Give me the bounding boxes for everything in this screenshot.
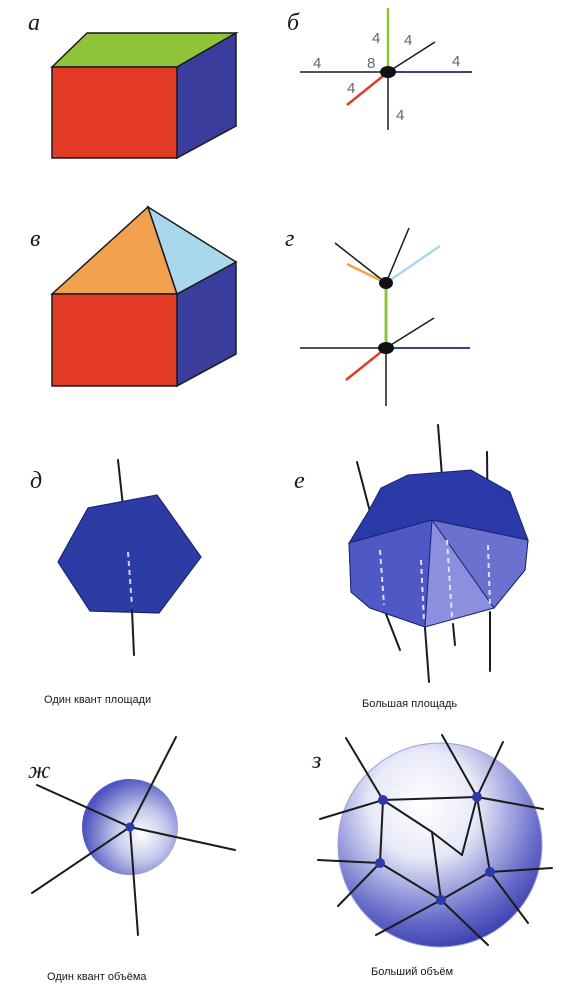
upper-link-lightblue bbox=[385, 244, 441, 285]
panel-label-e: е bbox=[294, 468, 305, 494]
net-edge bbox=[476, 796, 491, 873]
volume-link-3 bbox=[129, 826, 236, 851]
net-edge bbox=[431, 831, 463, 856]
net-edge bbox=[431, 831, 442, 901]
panel-label-g: г bbox=[285, 226, 294, 252]
net-ext-link bbox=[440, 899, 489, 946]
volume-link-4 bbox=[31, 826, 131, 894]
net-ext-link bbox=[476, 741, 504, 798]
stick-4-hidden bbox=[487, 544, 491, 607]
net-ext-link bbox=[489, 867, 553, 873]
net-ext-link bbox=[476, 796, 544, 810]
area-hexagon bbox=[57, 494, 202, 614]
net-edge bbox=[461, 796, 478, 856]
net-edge bbox=[440, 871, 491, 901]
net-node bbox=[485, 867, 495, 877]
spin-label-right: 4 bbox=[452, 53, 460, 70]
volume-link-5 bbox=[129, 826, 139, 936]
net-ext-link bbox=[345, 737, 384, 801]
spin-label-center: 8 bbox=[367, 55, 375, 72]
net-node bbox=[436, 895, 446, 905]
link-hidden bbox=[127, 551, 133, 607]
panel-label-v: в bbox=[30, 226, 40, 252]
volume-link-2 bbox=[36, 784, 131, 828]
stick-2-bottom bbox=[424, 627, 430, 683]
spin-label-red: 4 bbox=[347, 80, 355, 97]
upper-node bbox=[379, 277, 393, 289]
caption-z: Больший объём bbox=[371, 966, 453, 978]
panel-b: б 4 4 4 8 4 4 4 bbox=[287, 8, 472, 130]
caption-zh: Один квант объёма bbox=[47, 971, 147, 983]
house-front-face bbox=[51, 293, 178, 387]
net-node bbox=[375, 858, 385, 868]
stick-2-hidden bbox=[420, 559, 425, 623]
net-node bbox=[472, 792, 482, 802]
upper-link-1 bbox=[334, 242, 387, 284]
panel-v: в bbox=[30, 205, 238, 388]
net-ext-link bbox=[337, 862, 381, 907]
stick-1-bottom bbox=[385, 613, 401, 651]
stick-3-hidden bbox=[446, 539, 453, 618]
net-edge bbox=[379, 862, 442, 901]
net-ext-link bbox=[317, 859, 381, 864]
panel-zh: ж Один квант объёма bbox=[28, 736, 236, 983]
spin-label-down: 4 bbox=[396, 107, 404, 124]
net-ext-link bbox=[489, 871, 529, 924]
net-edge bbox=[379, 799, 384, 864]
area-facet-right bbox=[430, 519, 529, 609]
panel-label-zh: ж bbox=[28, 758, 50, 784]
panel-label-d: д bbox=[30, 468, 42, 494]
caption-d: Один квант площади bbox=[44, 694, 151, 706]
cube-front-face bbox=[51, 66, 178, 159]
roof-right-face bbox=[146, 205, 238, 296]
spin-label-green: 4 bbox=[372, 30, 380, 47]
upper-link-2 bbox=[385, 227, 410, 284]
volume-sphere-large bbox=[337, 742, 543, 948]
stick-3-bottom bbox=[452, 623, 456, 646]
link-back bbox=[387, 41, 436, 73]
lower-node bbox=[378, 342, 394, 354]
spin-label-left: 4 bbox=[313, 55, 321, 72]
node bbox=[380, 66, 396, 78]
area-facet-left bbox=[348, 519, 433, 628]
volume-link-1 bbox=[129, 736, 177, 828]
lower-link-back bbox=[385, 317, 435, 349]
spin-label-back: 4 bbox=[404, 32, 412, 49]
link-lower bbox=[131, 609, 135, 656]
panel-label-z: з bbox=[311, 748, 321, 774]
panel-g: г bbox=[285, 226, 470, 406]
net-node bbox=[378, 795, 388, 805]
panel-a: а bbox=[28, 10, 239, 160]
panel-z: з bbox=[311, 734, 553, 978]
net-edge bbox=[382, 796, 478, 801]
upper-link-orange bbox=[346, 262, 387, 285]
panel-e: е Большая площадь bbox=[294, 424, 529, 710]
stick-1-hidden bbox=[379, 549, 385, 606]
net-ext-link bbox=[441, 734, 478, 798]
net-ext-link bbox=[319, 799, 384, 820]
lower-link-red bbox=[345, 347, 387, 381]
volume-node bbox=[125, 822, 135, 832]
caption-e: Большая площадь bbox=[362, 698, 457, 710]
net-ext-link bbox=[375, 899, 442, 936]
net-edge bbox=[382, 799, 433, 833]
panel-d: д Один квант площади bbox=[30, 459, 202, 706]
panel-label-b: б bbox=[287, 10, 300, 36]
spin-network bbox=[317, 734, 553, 946]
link-red bbox=[346, 71, 389, 106]
panel-label-a: а bbox=[28, 10, 40, 36]
